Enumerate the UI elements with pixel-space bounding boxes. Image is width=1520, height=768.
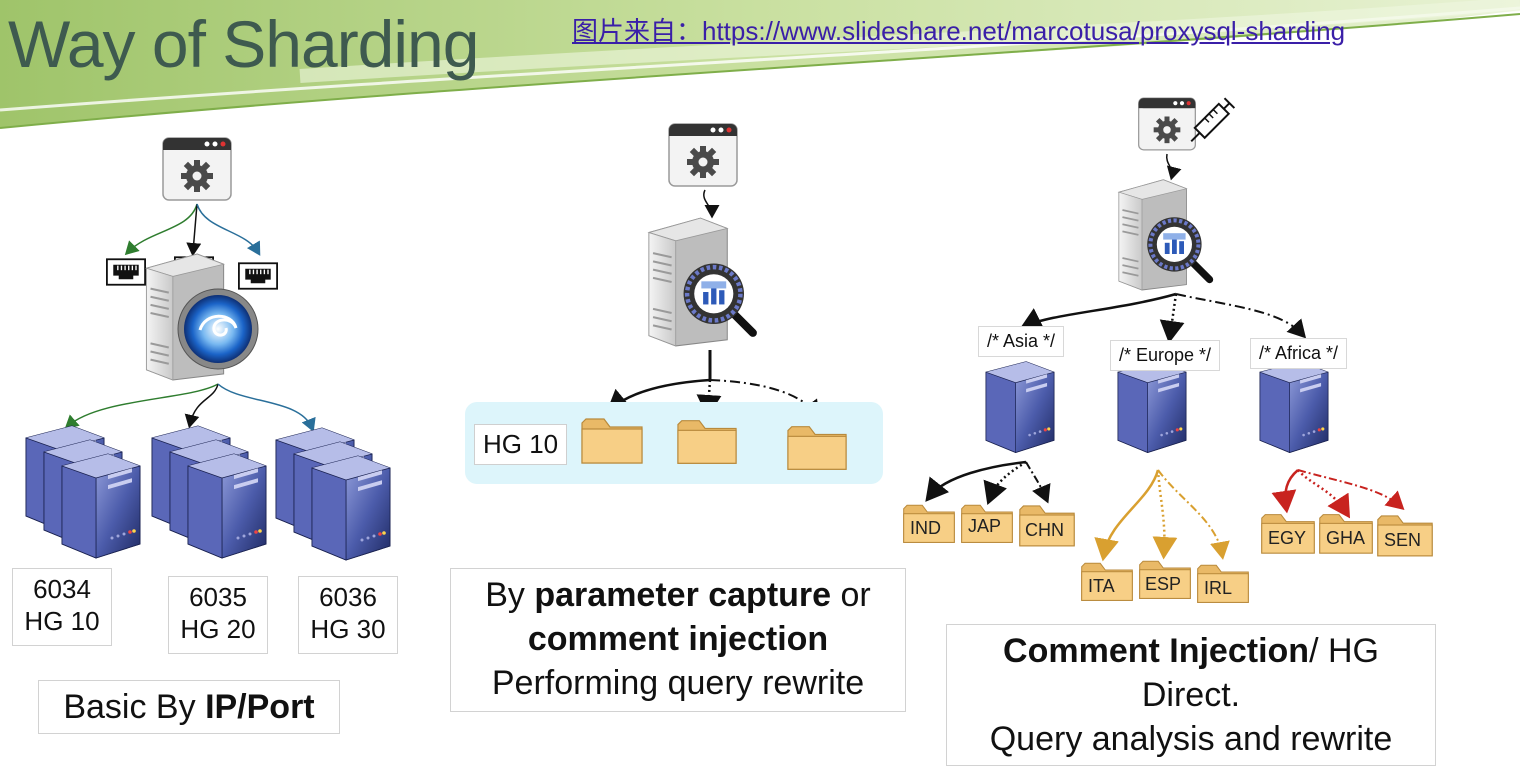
source-link[interactable]: 图片来自：https://www.slideshare.net/marcotus… xyxy=(572,16,1346,46)
header-banner xyxy=(0,0,1520,129)
caption-comment-injection: Comment Injection/ HG Direct. Query anal… xyxy=(946,624,1436,766)
folder-label: SEN xyxy=(1384,530,1421,550)
caption-text: Performing query rewrite xyxy=(491,664,865,702)
port-box-2: 6035 HG 20 xyxy=(168,576,268,654)
folder-esp: ESP xyxy=(1139,560,1191,599)
caption-bold: Comment Injection xyxy=(1003,632,1310,670)
folder-label: JAP xyxy=(968,516,1001,536)
caption-ip-port: Basic By IP/Port xyxy=(38,680,340,734)
port-box-1: 6034 HG 10 xyxy=(12,568,112,646)
page-title: Way of Sharding xyxy=(8,7,479,81)
proxysql-logo-icon xyxy=(177,288,259,370)
caption-parameter-capture: By parameter capture or comment injectio… xyxy=(450,568,906,712)
syringe-icon xyxy=(1190,97,1236,143)
folder-gha: GHA xyxy=(1319,514,1373,554)
caption-text: By xyxy=(485,576,535,614)
folder-label: ITA xyxy=(1088,576,1115,596)
port-number: 6036 xyxy=(319,582,377,612)
folder-sen: SEN xyxy=(1377,515,1433,557)
caption-text: / HG xyxy=(1309,632,1379,670)
region-tag-europe: /* Europe */ xyxy=(1110,340,1221,371)
folder-label: ESP xyxy=(1145,574,1181,594)
folder-label: EGY xyxy=(1268,528,1306,548)
folder-label: IRL xyxy=(1204,578,1232,598)
folder-irl: IRL xyxy=(1197,564,1249,603)
port-number: 6035 xyxy=(189,582,247,612)
folder-label: IND xyxy=(910,518,941,538)
caption-bold: parameter capture xyxy=(534,576,832,614)
hostgroup-name: HG 30 xyxy=(310,614,386,644)
folder-chn: CHN xyxy=(1019,505,1075,547)
folder-egy: EGY xyxy=(1261,514,1315,554)
folder-label: CHN xyxy=(1025,520,1064,540)
panel-comment-injection xyxy=(925,97,1405,562)
caption-text: Direct. xyxy=(1141,676,1241,714)
caption-bold: comment injection xyxy=(527,620,829,658)
region-tag-africa: /* Africa */ xyxy=(1250,338,1348,369)
folder-ita: ITA xyxy=(1081,562,1133,601)
panel-ip-port xyxy=(25,137,391,561)
port-number: 6034 xyxy=(33,574,91,604)
caption-text: Query analysis and rewrite xyxy=(989,720,1393,758)
hostgroup-name: HG 10 xyxy=(24,606,100,636)
caption-text: or xyxy=(831,576,871,614)
folder-ind: IND xyxy=(903,504,955,543)
hostgroup-label: HG 10 xyxy=(474,424,568,465)
caption-text: Basic By xyxy=(63,688,206,726)
caption-bold: IP/Port xyxy=(205,688,315,726)
port-box-3: 6036 HG 30 xyxy=(298,576,398,654)
region-tag-asia: /* Asia */ xyxy=(978,326,1065,357)
folder-label: GHA xyxy=(1326,528,1365,548)
hostgroup-name: HG 20 xyxy=(180,614,256,644)
folder-jap: JAP xyxy=(961,504,1013,543)
